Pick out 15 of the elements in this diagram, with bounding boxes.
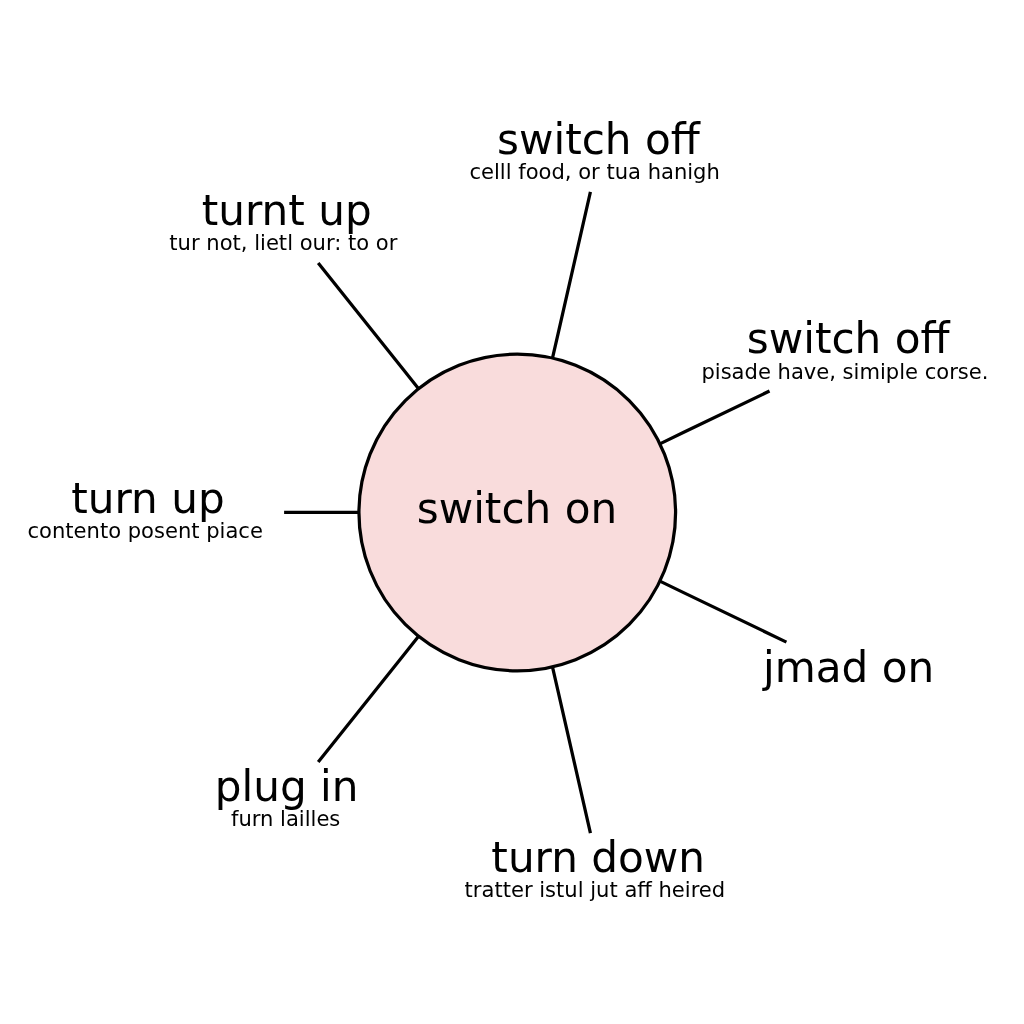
connector (659, 389, 771, 445)
node-text: switch off pisade have, simiple corse. (701, 313, 989, 384)
connector (550, 665, 592, 833)
node-text: jmad on (763, 642, 935, 692)
node-text: turn down tratter istul jut aff heired (464, 832, 726, 902)
node-text: turnt up tur not, lietl our: to or (169, 185, 398, 255)
connector (284, 510, 359, 514)
node-text: turn up contento posent piace (27, 473, 263, 543)
connector (316, 634, 420, 763)
connector (316, 261, 420, 390)
connector (659, 579, 788, 644)
node-circle: switch on (357, 352, 678, 672)
node-text: plug in furn lailles (214, 761, 359, 831)
node-text: switch off celll food, or tua hanigh (469, 114, 720, 184)
connector (550, 191, 592, 359)
